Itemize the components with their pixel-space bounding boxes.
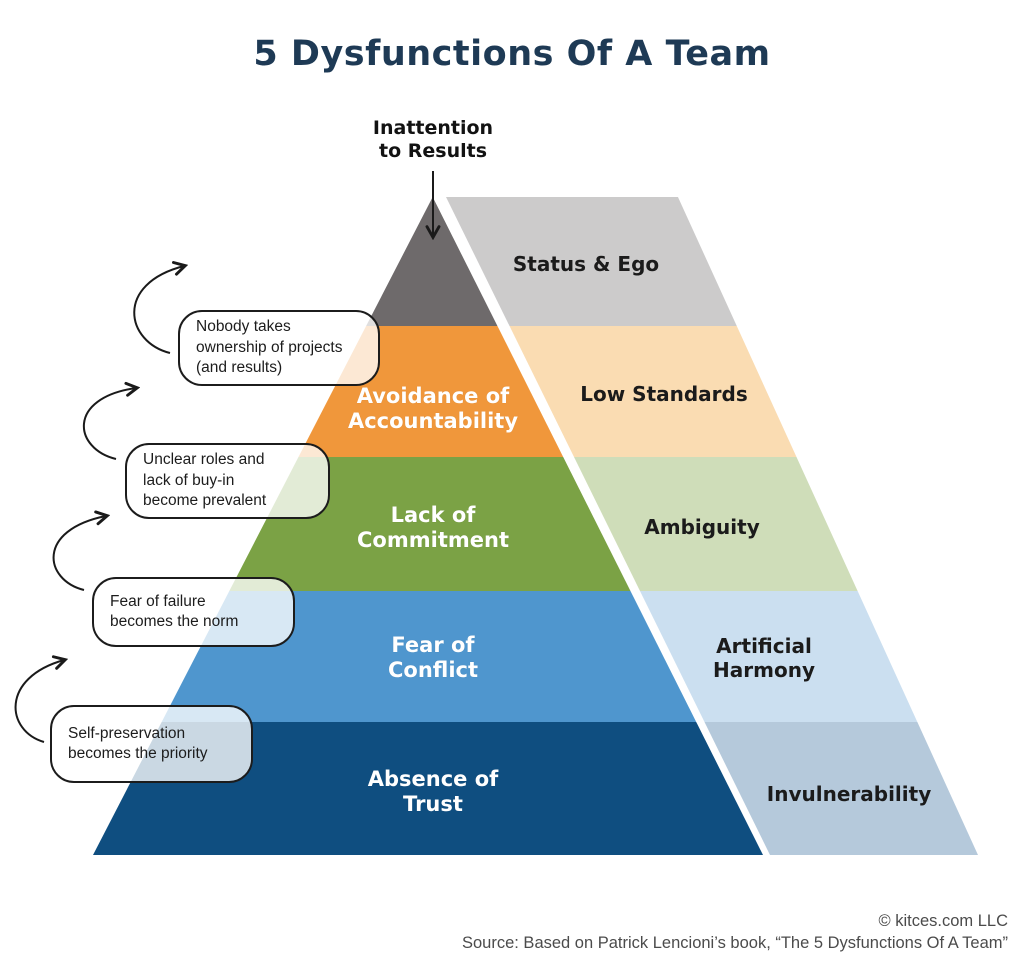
- label-absence-of-trust: Absence of Trust: [367, 767, 499, 816]
- label-status-ego: Status & Ego: [512, 252, 660, 276]
- footer-credit: © kitces.com LLC: [878, 912, 1008, 931]
- footer-source: Source: Based on Patrick Lencioni’s book…: [461, 933, 1008, 952]
- callout-no-ownership-text: Nobody takes ownership of projects (and …: [196, 318, 343, 377]
- label-fear-of-conflict: Fear of Conflict: [387, 633, 479, 682]
- callout-unclear-roles-text: Unclear roles and lack of buy-in become …: [143, 451, 267, 510]
- apex-label: Inattention to Results: [372, 117, 494, 163]
- label-ambiguity: Ambiguity: [644, 515, 760, 539]
- label-artificial-harmony: Artificial Harmony: [713, 634, 815, 682]
- label-avoidance-of-accountability: Avoidance of Accountability: [347, 384, 519, 433]
- footer: © kitces.com LLC Source: Based on Patric…: [462, 911, 1008, 954]
- label-low-standards: Low Standards: [580, 382, 748, 406]
- callout-self-preservation: Self-preservation becomes the priority: [50, 705, 253, 783]
- callout-unclear-roles: Unclear roles and lack of buy-in become …: [125, 443, 330, 519]
- callout-self-preservation-text: Self-preservation becomes the priority: [68, 724, 208, 762]
- label-lack-of-commitment: Lack of Commitment: [357, 503, 509, 552]
- callout-no-ownership: Nobody takes ownership of projects (and …: [178, 310, 380, 386]
- curved-arrow-icon: [52, 516, 106, 591]
- callout-fear-of-failure: Fear of failure becomes the norm: [92, 577, 295, 647]
- page-title: 5 Dysfunctions Of A Team: [253, 34, 771, 74]
- label-invulnerability: Invulnerability: [766, 782, 932, 806]
- curved-arrow-icon: [133, 266, 184, 354]
- curved-arrow-icon: [82, 388, 136, 460]
- callout-fear-of-failure-text: Fear of failure becomes the norm: [110, 592, 239, 630]
